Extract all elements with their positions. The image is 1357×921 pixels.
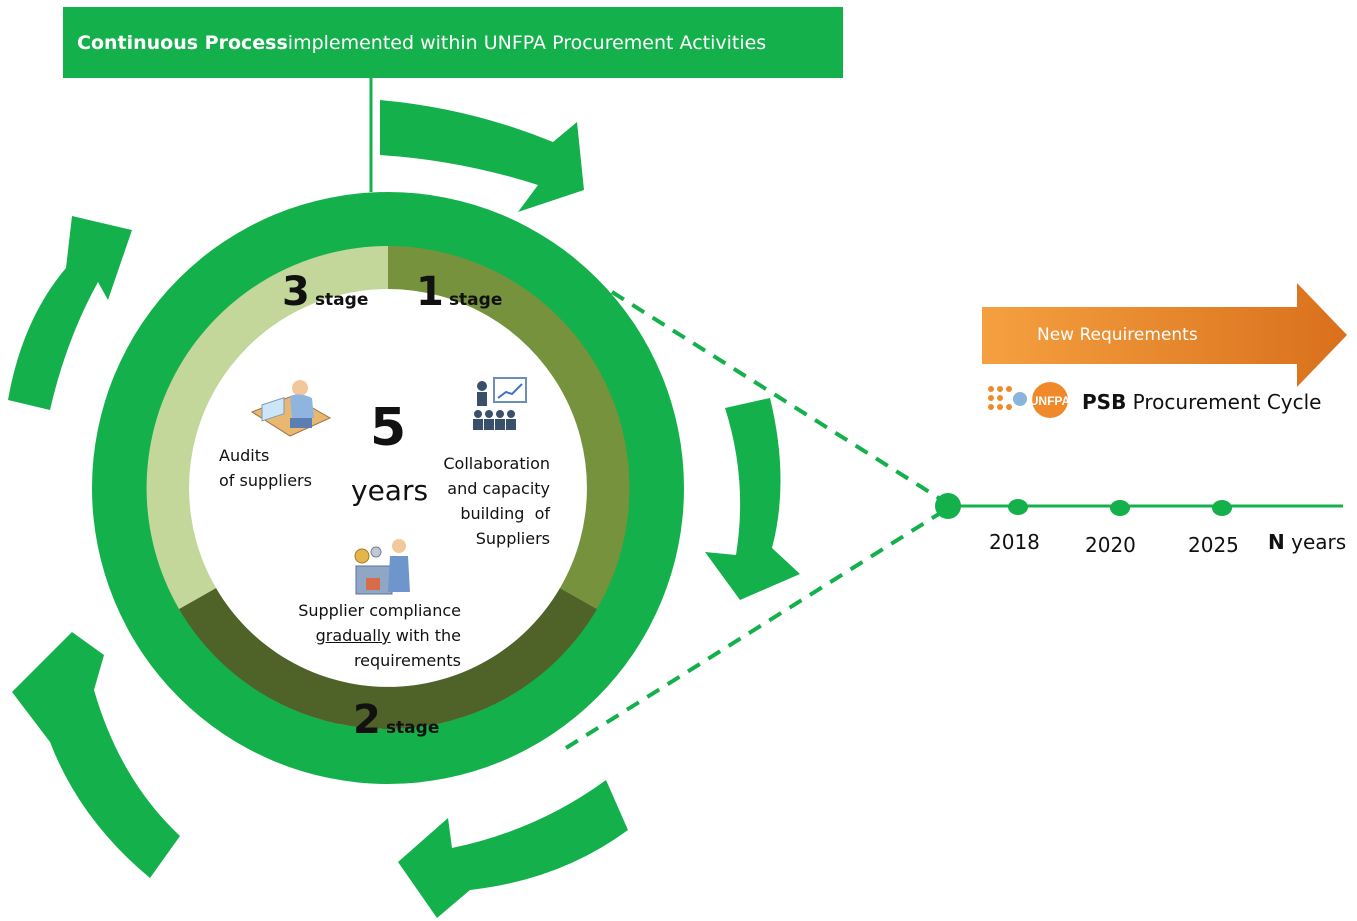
center-number: 5 <box>370 398 407 458</box>
collaboration-line-3: building of <box>460 504 550 523</box>
cycle-arrow-bottom <box>398 780 628 918</box>
audit-desk-icon <box>250 380 332 437</box>
segment-stage-1 <box>388 246 630 609</box>
timeline-end-label: N years <box>1268 530 1346 554</box>
timeline-dot-2025 <box>1212 500 1232 516</box>
compliance-line-1: Supplier compliance <box>298 601 461 620</box>
banner-rest-text: implemented within UNFPA Procurement Act… <box>287 31 767 54</box>
ring-gap <box>147 247 629 729</box>
stage-2-word: stage <box>385 718 440 738</box>
stage-1-number: 1 <box>416 269 444 315</box>
compliance-underlined-word: gradually <box>315 626 391 645</box>
stage-3-number: 3 <box>282 269 310 315</box>
new-requirements-label: New Requirements <box>1037 325 1198 345</box>
stage-1-word: stage <box>448 290 503 310</box>
audits-line-1: Audits <box>219 446 270 465</box>
cycle-arrow-lower-left <box>12 632 180 878</box>
stage-2-number: 2 <box>353 697 381 743</box>
zoom-line-upper <box>610 290 944 502</box>
compliance-line-2-rest: with the <box>390 626 461 645</box>
timeline-year-2018: 2018 <box>989 530 1040 554</box>
cycle-caption: PSB Procurement Cycle <box>1082 390 1321 414</box>
collaboration-line-1: Collaboration <box>443 454 550 473</box>
segment-stage-2 <box>179 588 597 730</box>
compliance-machine-icon <box>354 539 410 595</box>
cycle-caption-rest: Procurement Cycle <box>1126 390 1322 414</box>
compliance-line-3: requirements <box>353 651 461 670</box>
compliance-line-2: gradually with the <box>290 623 461 648</box>
stage-1-label: 1 stage <box>416 272 502 312</box>
presentation-icon <box>473 377 527 430</box>
stage-3-word: stage <box>314 290 369 310</box>
collaboration-line-4: Suppliers <box>475 529 550 548</box>
timeline-year-2025: 2025 <box>1188 533 1239 557</box>
segment-stage-3 <box>146 246 388 609</box>
collaboration-text: Collaboration and capacity building of S… <box>436 451 550 551</box>
collaboration-line-2: and capacity <box>447 479 550 498</box>
zoom-line-lower <box>564 510 944 750</box>
stage-3-label: 3 stage <box>282 272 368 312</box>
process-banner: Continuous Process implemented within UN… <box>63 7 843 78</box>
banner-bold-text: Continuous Process <box>77 31 288 54</box>
timeline-dot-2018 <box>1008 499 1028 515</box>
timeline-end-bold: N <box>1268 530 1285 554</box>
compliance-text: Supplier compliance gradually with the r… <box>290 598 461 673</box>
svg-text:UNFPA: UNFPA <box>1030 394 1071 408</box>
stage-2-label: 2 stage <box>353 700 439 740</box>
cycle-arrow-upper-left <box>8 216 132 410</box>
timeline-end-rest: years <box>1284 530 1347 554</box>
center-unit: years <box>351 474 429 507</box>
cycle-caption-bold: PSB <box>1082 390 1127 414</box>
timeline-year-2020: 2020 <box>1085 533 1136 557</box>
audits-line-2: of suppliers <box>219 471 312 490</box>
audits-text: Audits of suppliers <box>219 443 312 493</box>
cycle-arrow-right <box>705 398 800 600</box>
cycle-arrow-top <box>380 100 584 212</box>
new-requirements-arrow <box>982 283 1347 387</box>
timeline-dot-2020 <box>1110 500 1130 516</box>
timeline-origin-dot <box>935 493 961 519</box>
unfpa-logo-icon: UNFPA <box>988 382 1071 418</box>
